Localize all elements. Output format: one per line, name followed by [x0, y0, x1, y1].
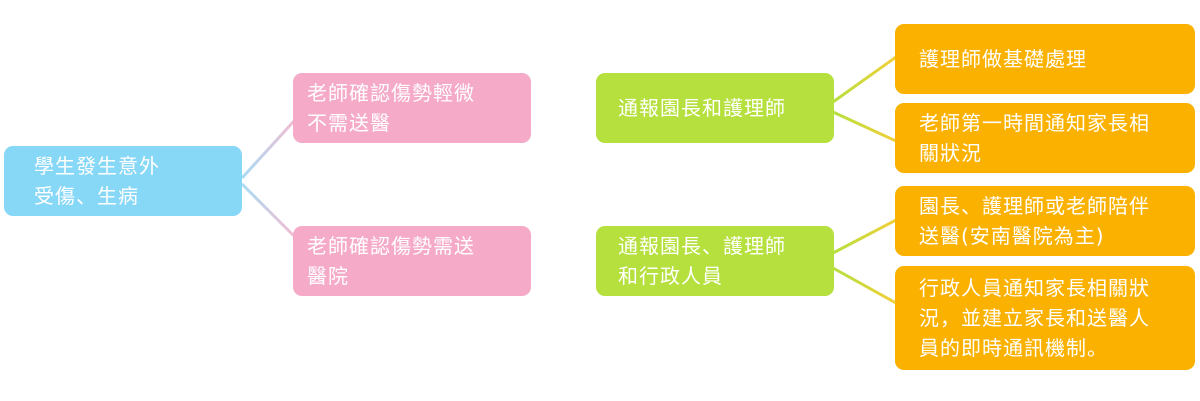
- action-node-notify-director-nurse-admin: 通報園長、護理師 和行政人員: [596, 226, 834, 296]
- connector-root-to-condition-1: [240, 119, 296, 180]
- action-node-notify-director-nurse: 通報園長和護理師: [596, 73, 834, 143]
- condition-node-hospital: 老師確認傷勢需送 醫院: [293, 226, 531, 296]
- condition-node-minor: 老師確認傷勢輕微 不需送醫: [293, 73, 531, 143]
- connector-action-1-to-outcome-1: [832, 55, 897, 104]
- connector-root-to-condition-2: [240, 182, 296, 238]
- outcome-node-teacher-notify-parents: 老師第一時間通知家長相 關狀況: [895, 103, 1195, 173]
- outcome-node-admin-notify-parents: 行政人員通知家長相關狀 況，並建立家長和送醫人 員的即時通訊機制。: [895, 266, 1195, 370]
- connector-action-1-to-outcome-2: [832, 110, 897, 143]
- outcome-node-escort-to-hospital: 園長、護理師或老師陪伴 送醫(安南醫院為主): [895, 186, 1195, 256]
- root-node: 學生發生意外 受傷、生病: [4, 146, 242, 216]
- connector-action-2-to-outcome-1: [832, 218, 897, 255]
- outcome-node-nurse-first-aid: 護理師做基礎處理: [895, 24, 1195, 94]
- connector-action-2-to-outcome-2: [832, 266, 897, 305]
